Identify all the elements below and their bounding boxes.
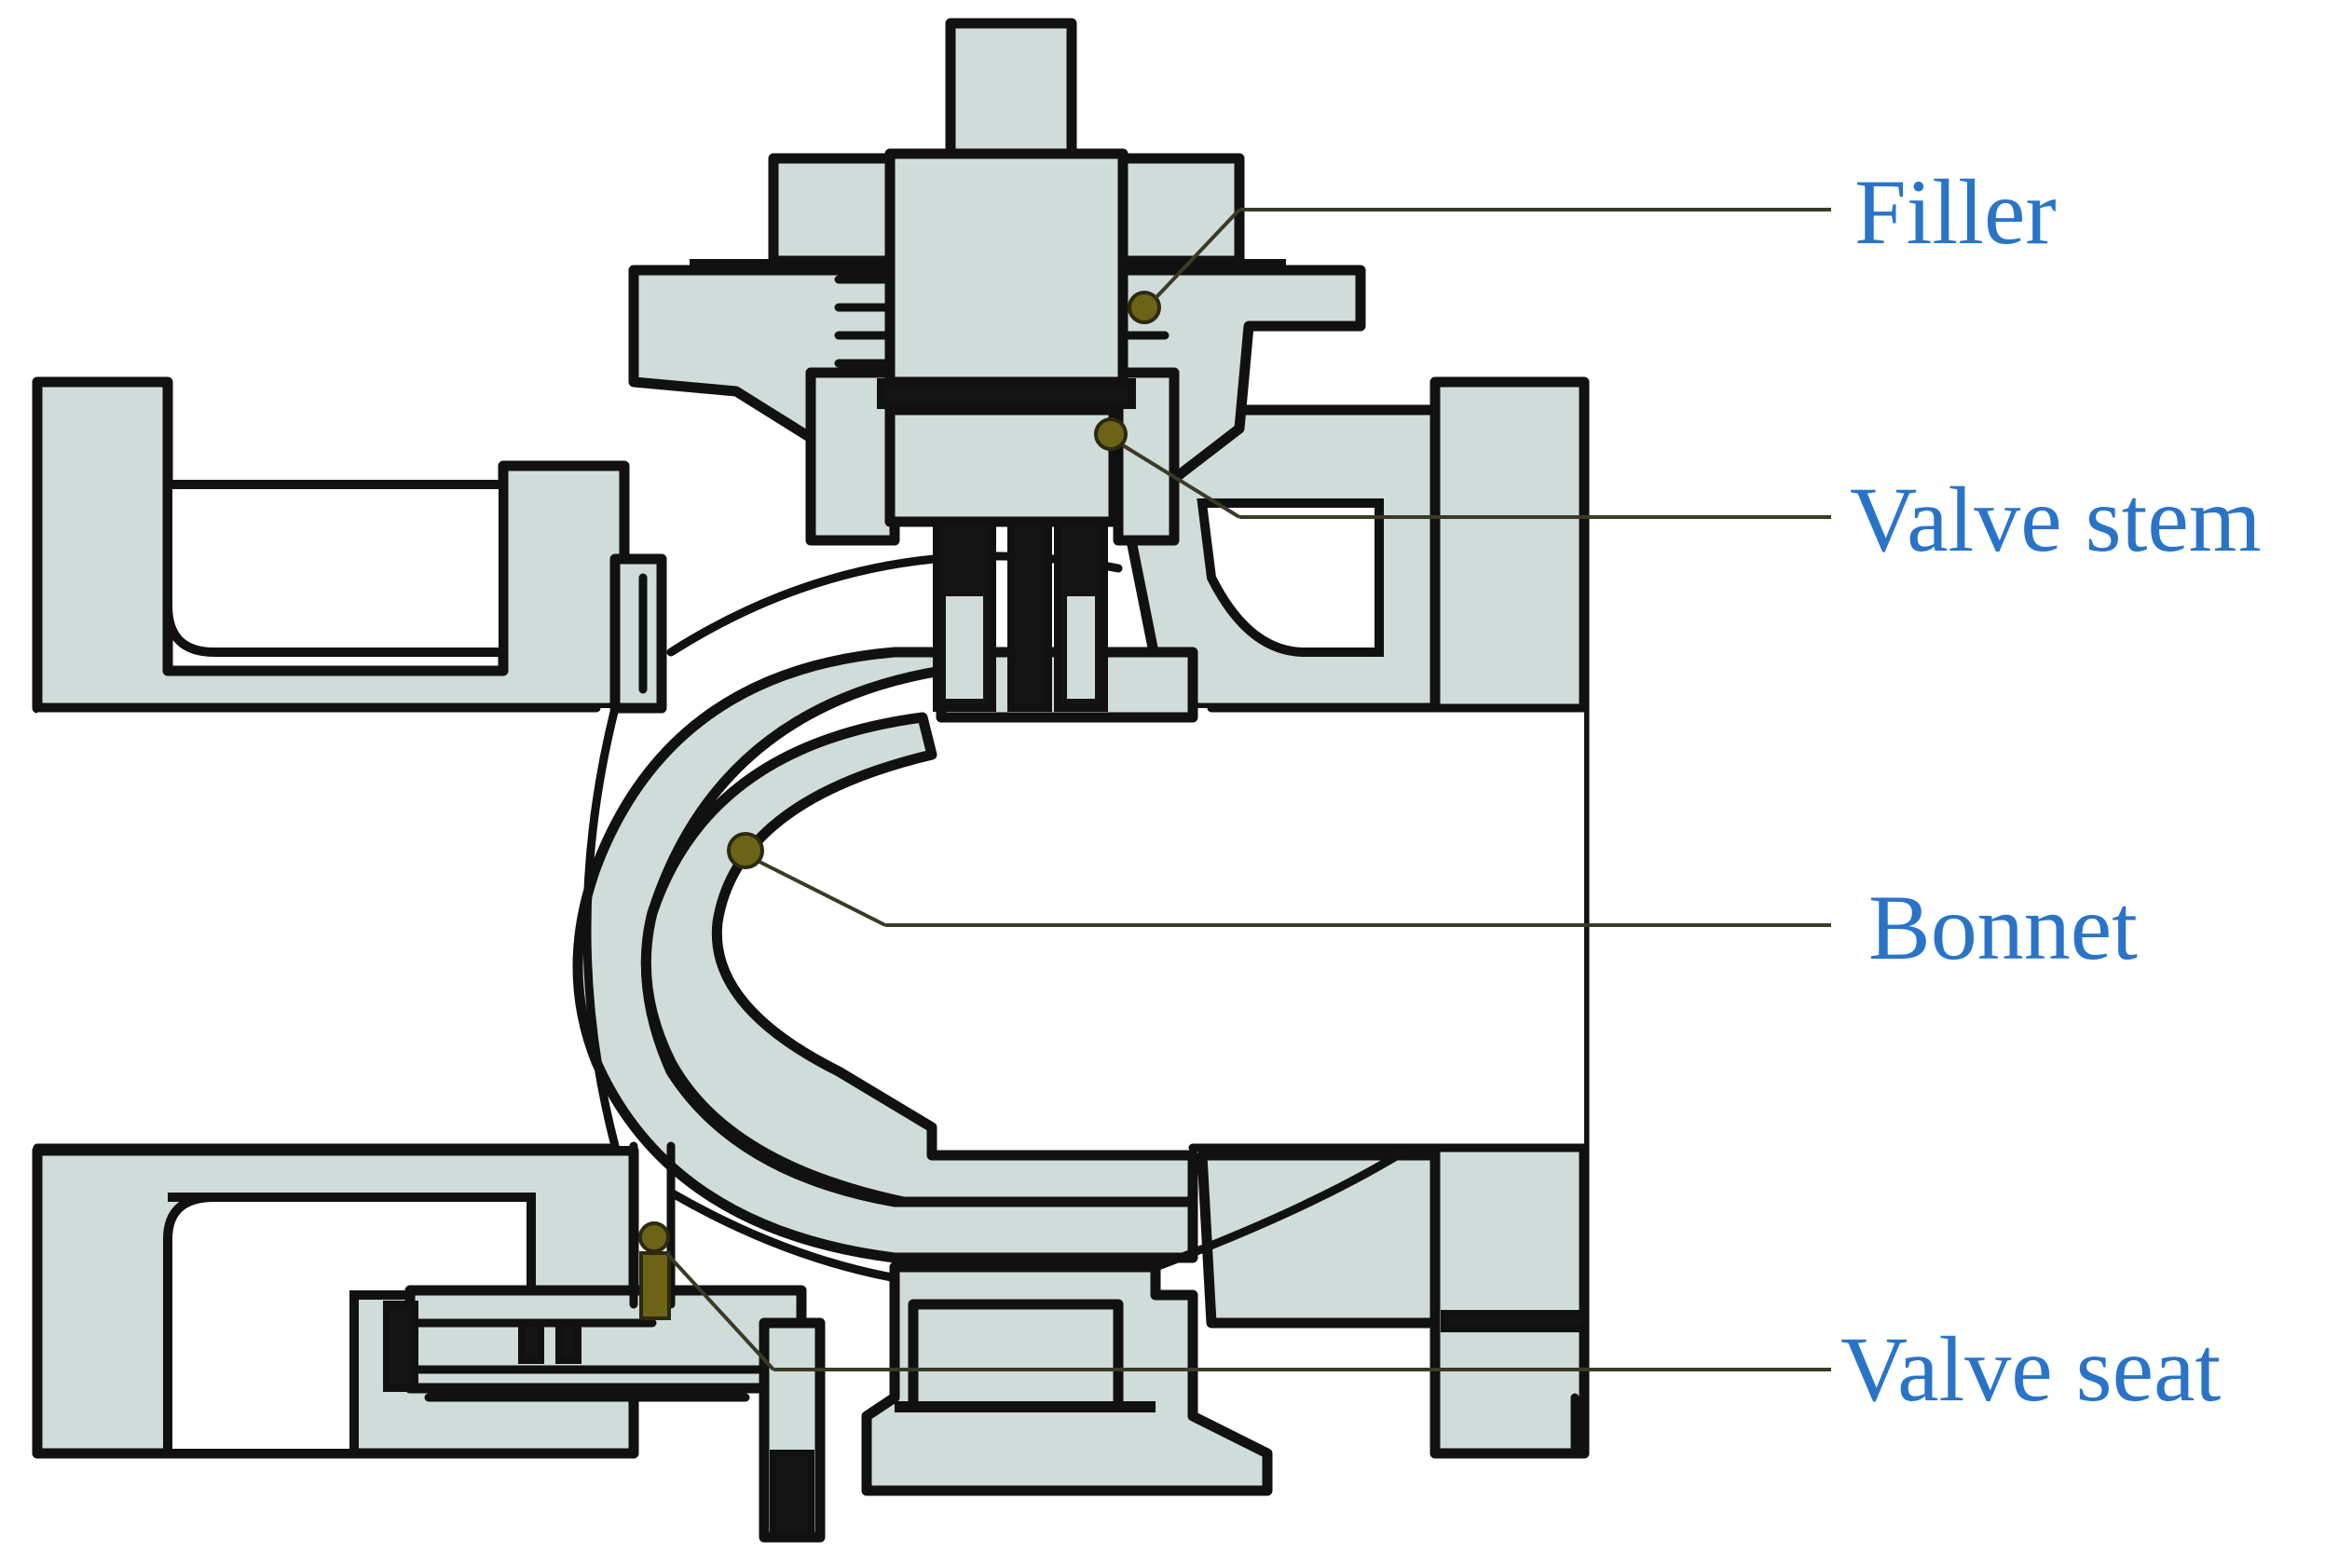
neck-left [805,367,900,546]
right-cavity-upper [1197,498,1384,657]
leader-valve-seat [638,1221,1831,1371]
packing-rings [834,275,1170,368]
stem-slots [933,518,1108,712]
label-bonnet: Bonnet [1868,876,2138,979]
left-guide [609,553,667,714]
left-cavity-lower [163,1193,536,1458]
label-valve-seat: Valve seat [1840,1317,2222,1421]
left-cavity-upper [163,480,508,657]
seat-ring [908,1299,1124,1412]
ball-shell [572,647,1198,1263]
leader-valve-stem [1094,417,1831,519]
body-arc-left [582,703,620,1151]
right-body-lower [1197,1150,1441,1329]
stem-lower [884,404,1119,527]
right-edge-block [1441,1310,1588,1332]
leader-bonnet [727,832,1831,927]
label-filler: Filler [1854,160,2057,264]
body-arc-upper [666,552,1123,657]
label-valve-stem: Valve stem [1850,468,2262,571]
stem-collar [877,378,1136,409]
stem-top [945,18,1077,169]
bonnet-c [640,712,1198,1207]
leader-filler [1128,208,1831,324]
stem-square [884,148,1128,388]
